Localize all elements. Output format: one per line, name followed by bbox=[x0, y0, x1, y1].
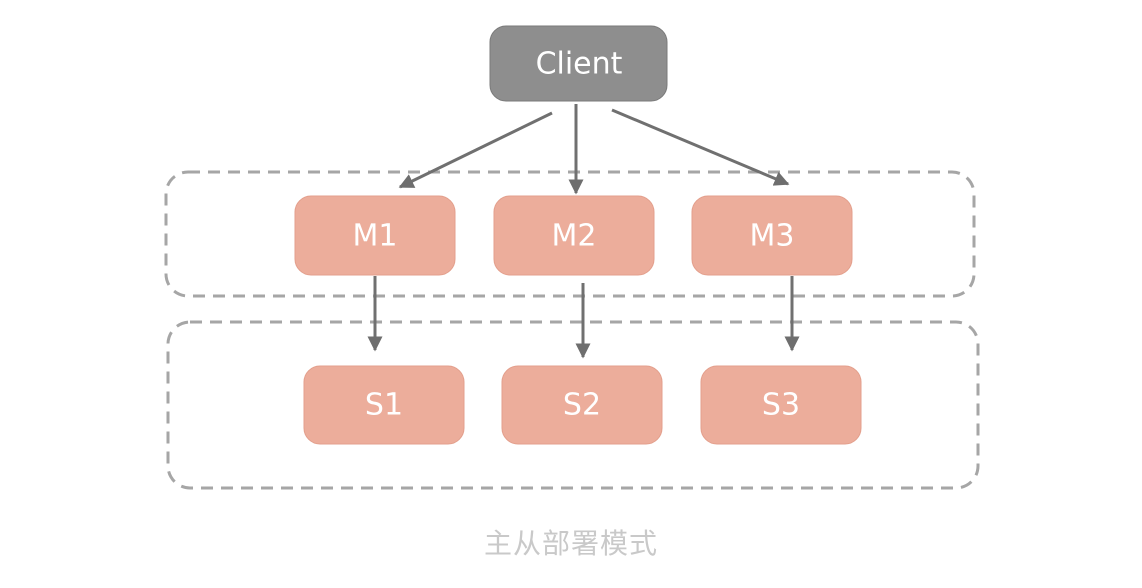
slave-node-s3-label: S3 bbox=[762, 388, 800, 423]
client-node-label: Client bbox=[536, 47, 623, 82]
slave-node-s2-box bbox=[501, 365, 663, 445]
master-node-m3: M3 bbox=[691, 195, 853, 276]
slave-node-s1-label: S1 bbox=[365, 388, 403, 423]
master-node-m2-box bbox=[493, 195, 655, 276]
arrow-client-to-m3 bbox=[611, 108, 790, 186]
slave-node-s3-box bbox=[700, 365, 862, 445]
arrow-client-to-m1 bbox=[398, 111, 553, 189]
master-node-m1-box bbox=[294, 195, 456, 276]
master-node-m1: M1 bbox=[294, 195, 456, 276]
master-node-m3-box bbox=[691, 195, 853, 276]
master-node-m1-label: M1 bbox=[353, 219, 398, 254]
slave-node-s2: S2 bbox=[501, 365, 663, 445]
master-node-m3-label: M3 bbox=[750, 219, 795, 254]
slave-node-s1: S1 bbox=[303, 365, 465, 445]
master-node-m2: M2 bbox=[493, 195, 655, 276]
client-node-box bbox=[489, 25, 668, 102]
slave-node-s1-box bbox=[303, 365, 465, 445]
slave-node-s3: S3 bbox=[700, 365, 862, 445]
slave-group-container bbox=[166, 320, 980, 490]
diagram-caption: 主从部署模式 bbox=[483, 527, 658, 560]
master-node-m2-label: M2 bbox=[552, 219, 597, 254]
master-group-container bbox=[164, 170, 976, 298]
slave-node-s2-label: S2 bbox=[563, 388, 601, 423]
client-node: Client bbox=[489, 25, 668, 102]
